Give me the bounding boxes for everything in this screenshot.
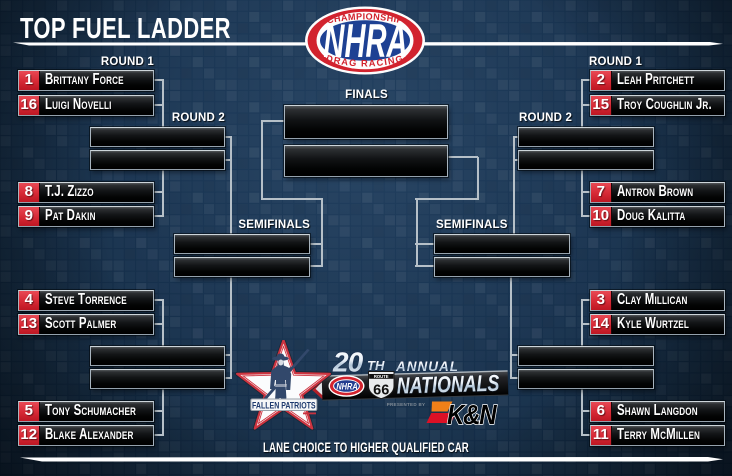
svg-text:TH: TH bbox=[367, 358, 385, 373]
svg-text:ANNUAL: ANNUAL bbox=[395, 359, 459, 374]
svg-text:NHRA: NHRA bbox=[336, 381, 357, 392]
svg-text:ROUTE: ROUTE bbox=[374, 374, 389, 379]
svg-text:NATIONALS: NATIONALS bbox=[396, 371, 500, 400]
svg-text:66: 66 bbox=[373, 383, 389, 399]
svg-text:PRESENTED BY: PRESENTED BY bbox=[387, 402, 426, 407]
svg-text:20: 20 bbox=[332, 347, 364, 378]
svg-text:FALLEN PATRIOTS: FALLEN PATRIOTS bbox=[252, 400, 316, 410]
svg-text:K&N: K&N bbox=[447, 398, 498, 430]
svg-text:CHAMPIONSHIP: CHAMPIONSHIP bbox=[326, 11, 404, 25]
svg-text:NHRA: NHRA bbox=[323, 16, 407, 68]
